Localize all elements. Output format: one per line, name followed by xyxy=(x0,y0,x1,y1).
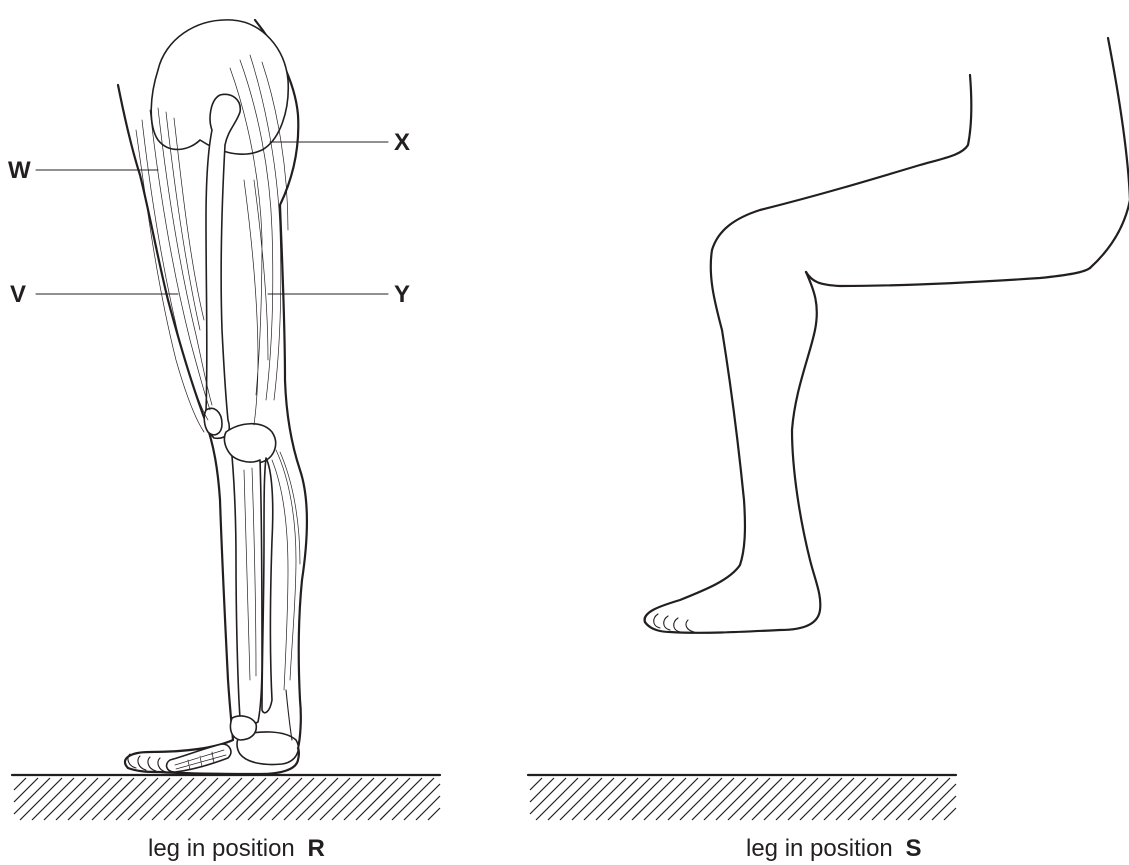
leg-s-body-back xyxy=(1090,38,1129,268)
ground-hatch-line xyxy=(812,778,854,820)
ground-hatch-line xyxy=(752,778,794,820)
ground-hatch-line xyxy=(908,778,950,820)
ground-hatch-line xyxy=(140,778,182,820)
ground-hatch-line xyxy=(704,778,746,820)
ground-hatch-line xyxy=(14,778,38,802)
ground-hatch-line xyxy=(530,778,554,802)
leg-r-achilles-tendon xyxy=(286,690,292,740)
ground-hatch-line xyxy=(128,778,170,820)
ground-r xyxy=(12,775,440,820)
ground-hatch-line xyxy=(944,808,956,820)
leg-r-patella xyxy=(204,408,222,434)
ground-hatch-line xyxy=(932,796,956,820)
caption-s: leg in position S xyxy=(746,835,921,862)
ground-hatch-line xyxy=(92,778,134,820)
ground-hatch-line xyxy=(188,778,230,820)
caption-s-text: leg in position xyxy=(746,835,893,862)
ground-hatch-line xyxy=(236,778,278,820)
ground-hatch-line xyxy=(848,778,890,820)
ground-hatch-line xyxy=(836,778,878,820)
ground-hatch-line xyxy=(152,778,194,820)
ground-s-hatching xyxy=(530,778,956,820)
label-y: Y xyxy=(394,281,410,308)
leg-r-thigh-front-fibres xyxy=(136,108,212,432)
ground-hatch-line xyxy=(14,778,26,790)
ground-hatch-line xyxy=(272,778,314,820)
ground-hatch-line xyxy=(620,778,662,820)
ground-hatch-line xyxy=(284,778,326,820)
leg-r-figure xyxy=(118,20,307,774)
leg-s-figure xyxy=(644,38,1129,633)
ground-hatch-line xyxy=(56,778,98,820)
ground-hatch-line xyxy=(572,778,614,820)
ground-hatch-line xyxy=(680,778,722,820)
caption-r-text: leg in position xyxy=(148,835,295,862)
ground-hatch-line xyxy=(176,778,218,820)
ground-hatch-line xyxy=(260,778,302,820)
ground-hatch-line xyxy=(608,778,650,820)
ground-hatch-line xyxy=(212,778,254,820)
ground-hatch-line xyxy=(116,778,158,820)
ground-hatch-line xyxy=(644,778,686,820)
leg-s-thigh-underside xyxy=(806,268,1090,286)
ground-hatch-line xyxy=(416,796,440,820)
ground-hatch-line xyxy=(800,778,842,820)
leg-r-fibula xyxy=(262,458,273,713)
ground-hatch-line xyxy=(344,778,386,820)
ground-hatch-line xyxy=(356,778,398,820)
caption-r: leg in position R xyxy=(148,835,325,862)
ground-hatch-line xyxy=(728,778,770,820)
ground-hatch-line xyxy=(536,778,578,820)
ground-hatch-line xyxy=(860,778,902,820)
ground-hatch-line xyxy=(692,778,734,820)
ground-hatch-line xyxy=(740,778,782,820)
ground-hatch-line xyxy=(668,778,710,820)
ground-hatch-line xyxy=(296,778,338,820)
ground-r-hatching xyxy=(14,778,440,820)
ground-hatch-line xyxy=(224,778,266,820)
ground-hatch-line xyxy=(368,778,410,820)
ground-hatch-line xyxy=(332,778,374,820)
ground-hatch-line xyxy=(164,778,206,820)
ground-hatch-line xyxy=(320,778,362,820)
ground-hatch-line xyxy=(776,778,818,820)
ground-hatch-line xyxy=(560,778,602,820)
ground-hatch-line xyxy=(884,778,926,820)
ground-hatch-line xyxy=(428,808,440,820)
leg-s-front-outline xyxy=(645,75,972,633)
ground-hatch-line xyxy=(596,778,638,820)
ground-hatch-line xyxy=(80,778,122,820)
ground-hatch-line xyxy=(20,778,62,820)
ground-hatch-line xyxy=(200,778,242,820)
ground-hatch-line xyxy=(896,778,938,820)
ground-hatch-line xyxy=(872,778,914,820)
ground-hatch-line xyxy=(308,778,350,820)
ground-hatch-line xyxy=(104,778,146,820)
ground-hatch-line xyxy=(584,778,626,820)
ground-hatch-line xyxy=(248,778,290,820)
ground-hatch-line xyxy=(716,778,758,820)
ground-hatch-line xyxy=(68,778,110,820)
leg-r-tibia xyxy=(232,456,262,724)
ground-hatch-line xyxy=(824,778,866,820)
ground-hatch-line xyxy=(380,778,422,820)
label-x: X xyxy=(394,129,410,156)
ground-hatch-line xyxy=(632,778,674,820)
ground-s xyxy=(528,775,956,820)
leg-r-ankle-bone xyxy=(230,716,256,740)
ground-hatch-line xyxy=(530,778,542,790)
caption-s-letter: S xyxy=(905,835,921,862)
ground-hatch-line xyxy=(44,778,86,820)
ground-hatch-line xyxy=(32,778,74,820)
label-w: W xyxy=(8,157,31,184)
label-v: V xyxy=(10,281,26,308)
ground-hatch-line xyxy=(764,778,806,820)
ground-hatch-line xyxy=(656,778,698,820)
ground-hatch-line xyxy=(788,778,830,820)
ground-hatch-line xyxy=(392,778,434,820)
ground-hatch-line xyxy=(548,778,590,820)
caption-r-letter: R xyxy=(307,835,324,862)
